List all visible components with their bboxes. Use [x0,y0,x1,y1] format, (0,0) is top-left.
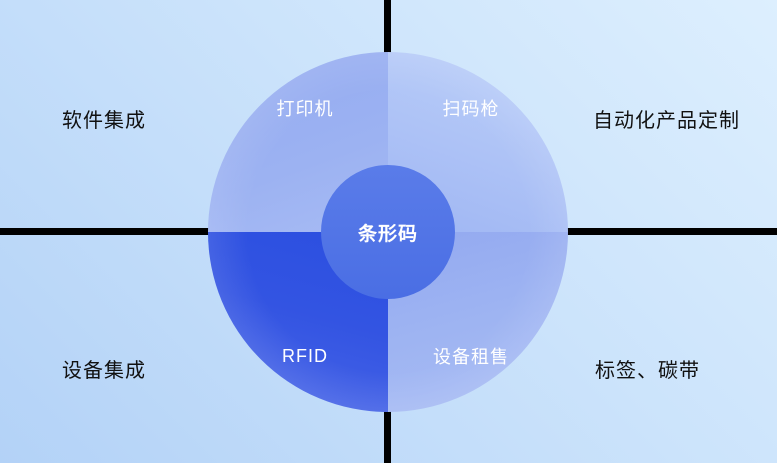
center-label: 条形码 [357,223,418,245]
axis-vertical-bottom-segment [384,411,391,463]
center-circle: 条形码 [321,165,455,299]
corner-label-automation-product-customization: 自动化产品定制 [593,110,740,132]
axis-vertical-top-segment [384,0,391,53]
main-circle: 打印机 扫码枪 RFID 设备租售 条形码 [208,52,568,412]
axis-horizontal-left-segment [0,228,209,235]
corner-label-labels-ribbons: 标签、碳带 [595,360,700,382]
axis-horizontal-right-segment [567,228,777,235]
corner-label-device-integration: 设备集成 [62,360,146,382]
corner-label-software-integration: 软件集成 [62,110,146,132]
